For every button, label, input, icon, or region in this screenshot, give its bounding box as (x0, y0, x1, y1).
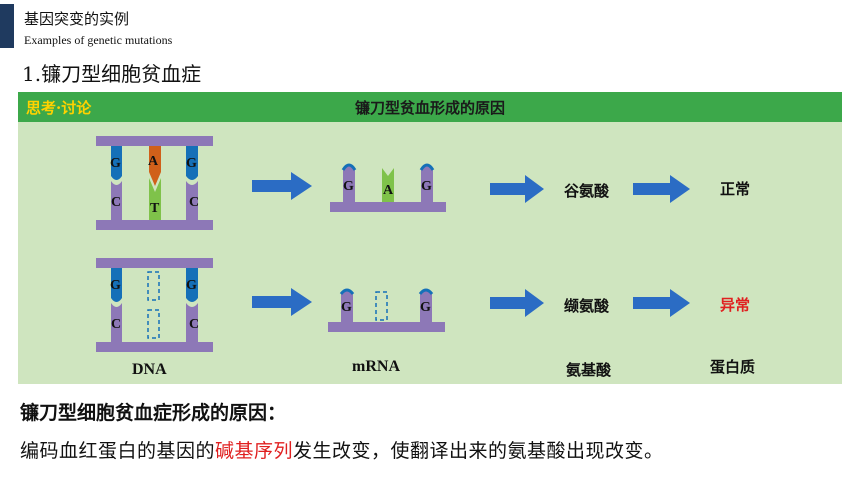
dna2-bottom-base-1: C (111, 317, 121, 332)
mrna2-base-1: G (341, 300, 352, 315)
mrna1-base-1: G (343, 179, 354, 194)
label-amino-acid: 氨基酸 (566, 361, 612, 379)
dna1-top-base-2: A (148, 154, 159, 169)
dna1-top-base-3: G (186, 156, 197, 171)
arrow-mrna-to-amino-1 (490, 175, 544, 203)
label-dna: DNA (132, 361, 167, 378)
amino-acid-mutated: 缬氨酸 (564, 297, 610, 315)
mrna1-base-3: G (421, 179, 432, 194)
panel-header: 镰刀型贫血形成的原因 思考·讨论 (18, 92, 842, 122)
protein-abnormal: 异常 (720, 296, 751, 314)
dna2-top-base-2: G (186, 278, 197, 293)
header-accent-bar (0, 4, 14, 48)
dna1-bottom-base-1: C (111, 195, 121, 210)
arrow-amino-to-protein-2 (633, 289, 690, 317)
dna2-bottom-base-2: C (189, 317, 199, 332)
cause-title: 镰刀型细胞贫血症形成的原因： (20, 402, 287, 424)
amino-acid-normal: 谷氨酸 (564, 182, 610, 200)
panel-tag: 思考·讨论 (26, 99, 92, 117)
protein-normal: 正常 (720, 180, 751, 198)
dna2-top-base-1: G (110, 278, 121, 293)
label-mrna: mRNA (352, 358, 400, 375)
mrna2-base-2: G (420, 300, 431, 315)
mrna-normal (330, 163, 446, 212)
arrow-mrna-to-amino-2 (490, 289, 544, 317)
dna1-top-base-1: G (110, 156, 121, 171)
cause-text-before: 编码血红蛋白的基因的 (20, 440, 216, 462)
section-title: 1.镰刀型细胞贫血症 (22, 62, 202, 86)
dna1-bottom-base-3: C (189, 195, 199, 210)
cause-highlight: 碱基序列 (215, 440, 294, 462)
cause-text-after: 发生改变，使翻译出来的氨基酸出现改变。 (293, 440, 664, 462)
arrow-dna-to-mrna-2 (252, 288, 312, 316)
dna1-bottom-base-2: T (150, 201, 160, 216)
arrow-dna-to-mrna-1 (252, 172, 312, 200)
arrow-amino-to-protein-1 (633, 175, 690, 203)
header-title-cn: 基因突变的实例 (24, 10, 130, 28)
label-protein: 蛋白质 (710, 358, 756, 376)
mrna-mutated (328, 288, 445, 332)
mrna1-base-2: A (383, 183, 394, 198)
cause-text: 编码血红蛋白的基因的碱基序列发生改变，使翻译出来的氨基酸出现改变。 (20, 436, 664, 463)
panel-heading: 镰刀型贫血形成的原因 (354, 99, 505, 117)
dna-mutated (96, 258, 213, 352)
dna-normal (96, 136, 213, 230)
header-title-en: Examples of genetic mutations (24, 33, 173, 47)
